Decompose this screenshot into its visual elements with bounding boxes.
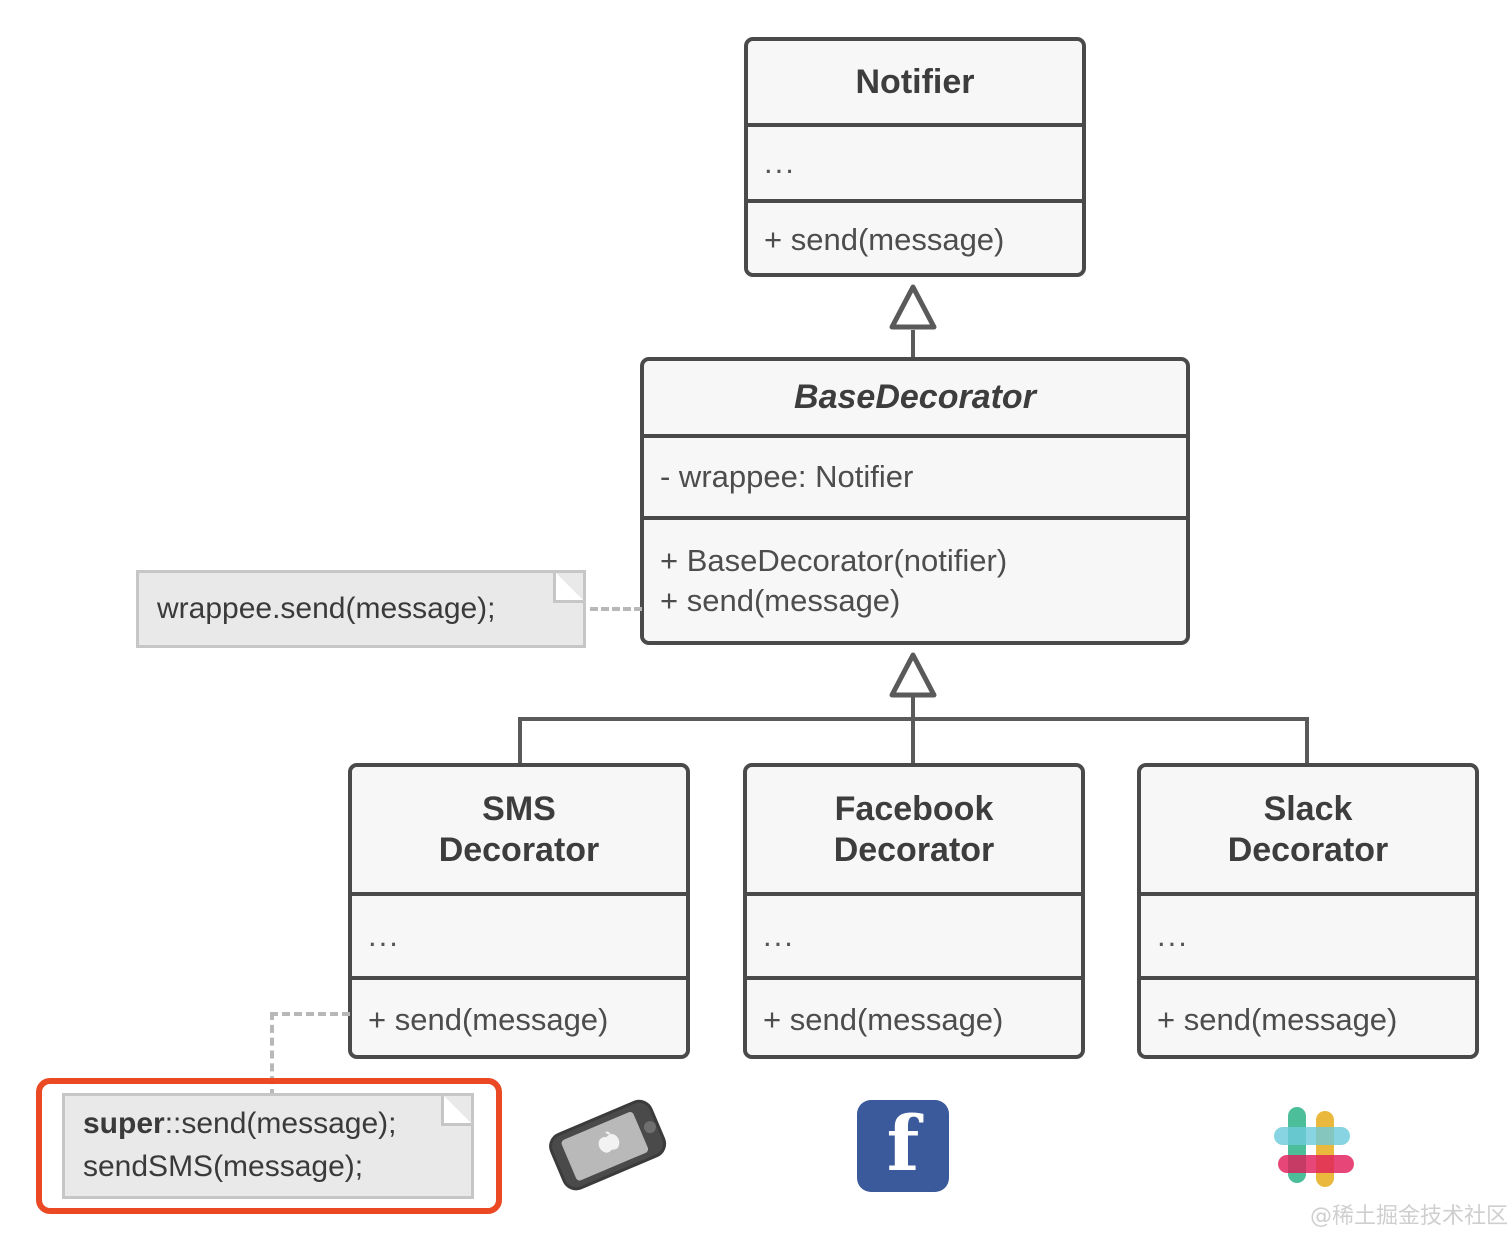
class-box-slack-decorator[interactable]: Slack Decorator ... + send(message) <box>1137 763 1479 1059</box>
class-title-notifier: Notifier <box>748 41 1082 123</box>
class-box-facebook-decorator[interactable]: Facebook Decorator ... + send(message) <box>743 763 1085 1059</box>
class-name-sms-line2: Decorator <box>438 830 600 869</box>
attribute-placeholder: ... <box>1157 918 1189 954</box>
note-fold-icon <box>441 1093 474 1126</box>
class-operations-facebook-decorator: + send(message) <box>747 976 1081 1055</box>
operation-send: + send(message) <box>660 582 901 618</box>
class-name-facebook-line1: Facebook <box>834 790 994 829</box>
class-title-sms-decorator: SMS Decorator <box>352 767 686 892</box>
generalization-arrow-base-to-notifier <box>889 284 937 330</box>
note-base-decorator[interactable]: wrappee.send(message); <box>136 570 586 648</box>
facebook-f-glyph: f <box>886 1099 920 1188</box>
class-operations-base-decorator: + BaseDecorator(notifier) + send(message… <box>644 516 1186 641</box>
note-text-sendsms: sendSMS(message); <box>83 1150 364 1183</box>
generalization-drop-facebook <box>911 717 915 765</box>
attribute-placeholder: ... <box>368 918 400 954</box>
class-attributes-facebook-decorator: ... <box>747 892 1081 976</box>
class-name-base-decorator: BaseDecorator <box>794 378 1036 417</box>
note-keyword-super: super <box>83 1107 165 1141</box>
watermark-text: @稀土掘金技术社区 <box>1310 1204 1509 1229</box>
class-attributes-slack-decorator: ... <box>1141 892 1475 976</box>
generalization-drop-sms <box>518 717 522 765</box>
highlight-frame-sms-note <box>36 1078 502 1214</box>
iphone-icon <box>549 1099 667 1191</box>
class-attributes-base-decorator: - wrappee: Notifier <box>644 434 1186 516</box>
operation-send: + send(message) <box>764 222 1005 258</box>
class-box-notifier[interactable]: Notifier ... + send(message) <box>744 37 1086 277</box>
class-title-slack-decorator: Slack Decorator <box>1141 767 1475 892</box>
class-name-facebook-line2: Decorator <box>833 830 995 869</box>
generalization-arrow-subclasses-to-base <box>889 652 937 698</box>
attribute-placeholder: ... <box>764 145 796 181</box>
class-box-sms-decorator[interactable]: SMS Decorator ... + send(message) <box>348 763 690 1059</box>
operation-constructor: + BaseDecorator(notifier) <box>660 542 1008 578</box>
note-sms-decorator[interactable]: super::send(message); sendSMS(message); <box>62 1093 474 1199</box>
note-text-super-send: super::send(message); <box>83 1103 453 1146</box>
class-attributes-notifier: ... <box>748 123 1082 199</box>
class-box-base-decorator[interactable]: BaseDecorator - wrappee: Notifier + Base… <box>640 357 1190 645</box>
class-name-notifier: Notifier <box>855 62 975 101</box>
class-name-sms-line1: SMS <box>482 790 556 829</box>
class-attributes-sms-decorator: ... <box>352 892 686 976</box>
note-anchor-line-sms-vertical <box>270 1012 274 1097</box>
class-name-slack-line1: Slack <box>1263 790 1353 829</box>
note-anchor-line-sms-horizontal <box>270 1012 350 1016</box>
generalization-drop-slack <box>1305 717 1309 765</box>
slack-icon <box>1274 1107 1354 1187</box>
note-fold-icon <box>553 570 586 603</box>
class-operations-slack-decorator: + send(message) <box>1141 976 1475 1055</box>
note-text-send-call: ::send(message); <box>164 1107 397 1141</box>
note-text-wrappee-send: wrappee.send(message); <box>157 591 496 625</box>
facebook-icon: f <box>857 1100 949 1192</box>
generalization-stem-base-decorator <box>911 697 915 721</box>
class-title-facebook-decorator: Facebook Decorator <box>747 767 1081 892</box>
class-name-slack-line2: Decorator <box>1227 830 1389 869</box>
operation-send: + send(message) <box>763 1001 1004 1037</box>
class-title-base-decorator: BaseDecorator <box>644 361 1186 434</box>
note-anchor-line-base-decorator <box>590 607 642 611</box>
generalization-line-base-to-notifier <box>911 330 915 360</box>
attribute-wrappee: - wrappee: Notifier <box>660 459 914 495</box>
class-operations-sms-decorator: + send(message) <box>352 976 686 1055</box>
class-operations-notifier: + send(message) <box>748 199 1082 273</box>
attribute-placeholder: ... <box>763 918 795 954</box>
operation-send: + send(message) <box>368 1001 609 1037</box>
operation-send: + send(message) <box>1157 1001 1398 1037</box>
